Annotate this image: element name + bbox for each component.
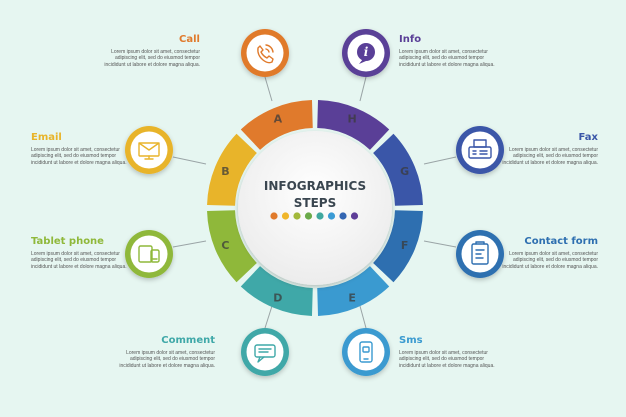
tablet-phone-icon [138,245,160,263]
palette-dot [304,212,313,220]
phone-icon [257,44,274,64]
step-title: Contact form [524,236,598,247]
connector-line [172,240,207,248]
step-node-a [241,29,289,77]
palette-dot [327,212,336,220]
step-title: Info [399,34,422,45]
step-description: Lorem ipsum dolor sit amet, consectetur … [502,147,598,166]
segment-f [373,210,423,283]
segment-e [317,266,390,316]
segment-h [317,100,390,150]
palette-dot [270,212,278,220]
segment-letter: A [274,112,283,125]
fax-icon [468,139,492,159]
center-title-line1: INFOGRAPHICS [263,179,367,193]
palette-dot [293,212,301,220]
step-node-g [456,126,504,174]
segment-letter: B [221,165,229,178]
segment-ring: A B C D E F G H [207,100,423,316]
center-title: INFOGRAPHICS STEPS [255,178,375,212]
connector-line [359,305,367,329]
center-circle [238,131,392,285]
segment-letter: H [348,112,357,125]
palette-dot [350,212,359,220]
step-description: Lorem ipsum dolor sit amet, consectetur … [119,350,215,369]
info-bubble [357,43,375,61]
svg-text:i: i [364,45,369,59]
step-node-c [125,230,173,278]
step-description: Lorem ipsum dolor sit amet, consectetur … [502,251,598,270]
step-node-d [241,328,289,376]
contact-form-icon [471,241,489,265]
segment-a [240,100,313,150]
step-node-f [456,230,504,278]
step-title: Call [179,34,200,45]
palette-dot [281,212,290,220]
step-description: Lorem ipsum dolor sit amet, consectetur … [399,350,495,369]
node-inner [246,34,284,72]
center-hub [238,131,392,285]
segment-letter: G [400,165,409,178]
segment-g [373,133,423,206]
step-title: Email [31,132,62,143]
connector-line [264,76,273,102]
step-description: Lorem ipsum dolor sit amet, consectetur … [399,49,495,68]
segment-letter: E [348,292,356,305]
email-icon [138,142,160,160]
center-title-line2: STEPS [293,196,337,210]
segment-b [207,133,257,206]
node-inner [130,235,168,273]
palette-dot [339,212,347,220]
connector-line [172,156,207,165]
icon-nodes: i [125,29,504,376]
segment-c [207,210,257,283]
step-node-h: i [342,29,390,77]
step-title: Tablet phone [31,236,104,247]
palette-dots [270,212,359,220]
connector-line [359,76,367,102]
sms-icon [359,341,373,363]
connector-line [423,240,457,248]
step-title: Comment [161,335,215,346]
segment-letter: D [273,292,282,305]
step-description: Lorem ipsum dolor sit amet, consectetur … [31,251,127,270]
connector-lines [172,76,457,329]
segment-letter: C [221,239,229,252]
comment-icon [254,344,276,363]
connector-line [264,305,273,329]
node-inner [461,131,499,169]
step-node-b [125,126,173,174]
info-icon: i [357,43,375,64]
step-node-e [342,328,390,376]
step-description: Lorem ipsum dolor sit amet, consectetur … [104,49,200,68]
step-title: Fax [578,132,598,143]
palette-dot [316,212,324,220]
step-title: Sms [399,335,423,346]
connector-line [423,156,457,165]
segment-letter: F [401,239,409,252]
segment-d [240,266,313,316]
step-description: Lorem ipsum dolor sit amet, consectetur … [31,147,127,166]
